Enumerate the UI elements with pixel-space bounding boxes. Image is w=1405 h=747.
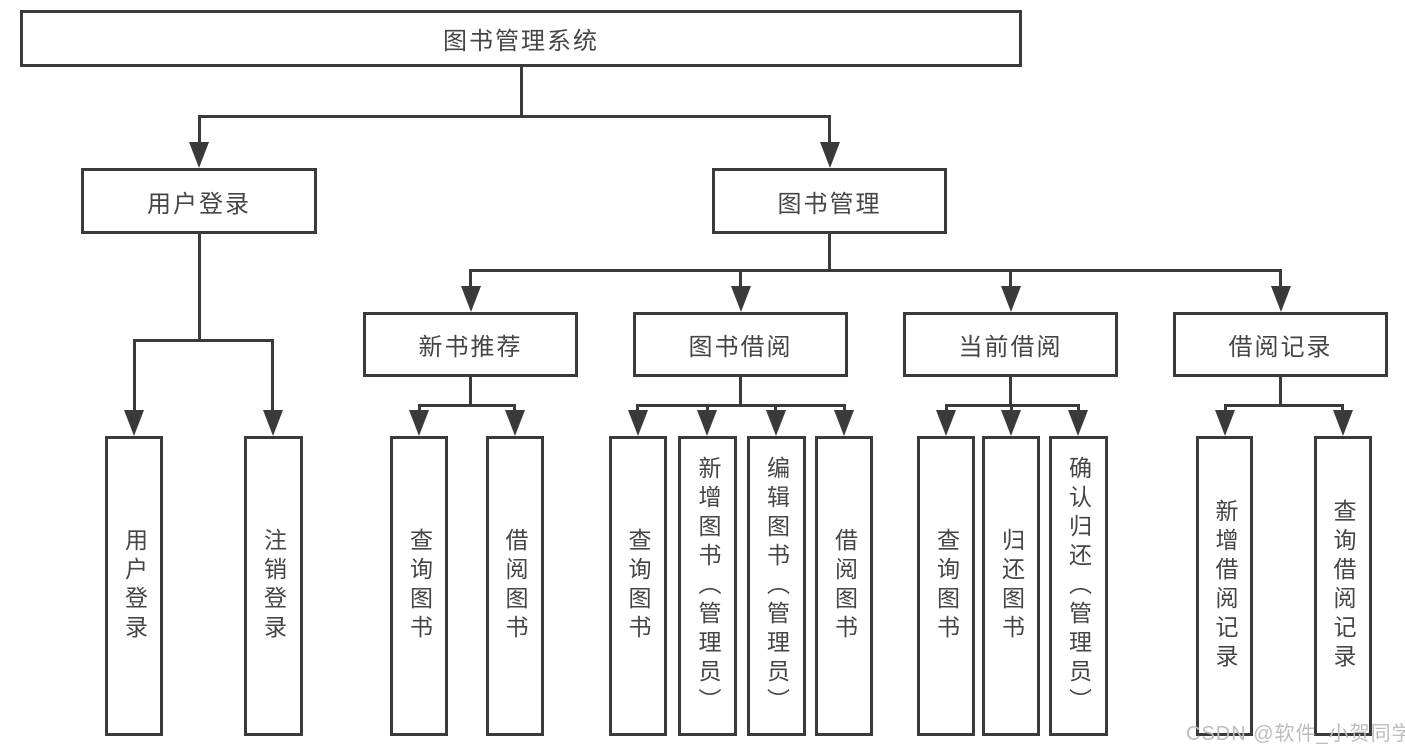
connector-g1-drop1: [417, 404, 421, 412]
arrowhead-g2-leaf2: [697, 410, 717, 436]
arrowhead-user-login: [189, 142, 209, 168]
leaf-user-login: 用户登录: [105, 436, 163, 736]
node-current-borrowing: 当前借阅: [903, 312, 1118, 377]
connector-book-mgmt-stem: [828, 234, 831, 270]
connector-g4-drop2: [1341, 404, 1344, 412]
leaf-cb-confirm-return-admin: 确认归还（管理员）: [1048, 436, 1108, 736]
connector-drop-leaf-logout: [271, 339, 274, 412]
connector-root-stem: [519, 67, 523, 116]
node-user-login: 用户登录: [81, 168, 317, 234]
connector-g2-drop2: [705, 404, 709, 412]
connector-drop-book-borrow: [739, 269, 742, 288]
arrowhead-leaf-logout: [262, 410, 283, 436]
connector-drop-current-borrow: [1009, 269, 1012, 288]
arrowhead-g3-leaf2: [1001, 410, 1021, 436]
leaf-cb-return-books: 归还图书: [982, 436, 1040, 736]
node-new-book-recommend: 新书推荐: [363, 312, 578, 377]
leaf-logout: 注销登录: [243, 436, 303, 736]
connector-level2-bar: [197, 115, 831, 118]
arrowhead-current-borrow: [1000, 286, 1021, 312]
arrowhead-g2-leaf1: [627, 410, 648, 436]
arrowhead-g1-leaf1: [409, 410, 429, 436]
connector-drop-user-login: [197, 115, 201, 144]
connector-g3-drop1: [944, 404, 948, 412]
leaf-cb-query-books: 查询图书: [917, 436, 975, 736]
connector-g1-bar: [417, 404, 516, 407]
arrowhead-borrow-records: [1270, 286, 1291, 312]
leaf-bb-borrow-books: 借阅图书: [815, 436, 873, 736]
connector-drop-new-books: [469, 269, 472, 288]
connector-g2-drop4: [842, 404, 846, 412]
arrowhead-g2-leaf4: [834, 410, 854, 436]
arrowhead-book-mgmt: [819, 142, 840, 168]
arrowhead-g4-leaf1: [1215, 410, 1235, 436]
connector-g4-stem: [1279, 377, 1282, 405]
connector-g2-stem: [739, 377, 742, 405]
leaf-bb-query-books: 查询图书: [608, 436, 667, 736]
arrowhead-g4-leaf2: [1332, 410, 1353, 436]
leaf-r-query-borrow-record: 查询借阅记录: [1313, 436, 1372, 736]
node-book-borrowing: 图书借阅: [633, 312, 848, 377]
connector-g3-drop2: [1009, 404, 1013, 412]
node-library-management-system: 图书管理系统: [20, 10, 1022, 67]
arrowhead-new-books: [460, 286, 481, 312]
connector-g3-drop3: [1076, 404, 1080, 412]
arrowhead-book-borrow: [730, 286, 751, 312]
arrowhead-g3-leaf3: [1068, 410, 1088, 436]
arrowhead-g3-leaf1: [936, 410, 956, 436]
connector-level3-bar: [469, 269, 1282, 272]
connector-drop-book-mgmt: [828, 115, 831, 144]
connector-g3-stem: [1009, 377, 1012, 405]
connector-g4-bar: [1223, 404, 1344, 407]
connector-g2-drop3: [774, 404, 777, 412]
arrowhead-g2-leaf3: [765, 410, 786, 436]
connector-g4-drop1: [1223, 404, 1227, 412]
connector-drop-borrow-records: [1279, 269, 1282, 288]
connector-g1-stem: [469, 377, 472, 405]
arrowhead-leaf-user-login: [124, 410, 144, 436]
node-book-management: 图书管理: [712, 168, 947, 234]
arrowhead-g1-leaf2: [504, 410, 525, 436]
connector-user-login-stem: [197, 234, 201, 340]
connector-g2-drop1: [636, 404, 639, 412]
connector-drop-leaf-user-login: [132, 339, 136, 412]
leaf-bb-edit-books-admin: 编辑图书（管理员）: [746, 436, 806, 736]
node-borrowing-records: 借阅记录: [1173, 312, 1388, 377]
leaf-nb-borrow-books: 借阅图书: [485, 436, 544, 736]
connector-g1-drop2: [513, 404, 516, 412]
leaf-nb-query-books: 查询图书: [390, 436, 448, 736]
csdn-watermark: CSDN @软件_小贺同学: [1186, 723, 1405, 745]
connector-user-login-bar: [132, 339, 274, 342]
leaf-r-add-borrow-record: 新增借阅记录: [1196, 436, 1253, 736]
connector-g2-bar: [636, 404, 846, 407]
leaf-bb-add-books-admin: 新增图书（管理员）: [678, 436, 737, 736]
